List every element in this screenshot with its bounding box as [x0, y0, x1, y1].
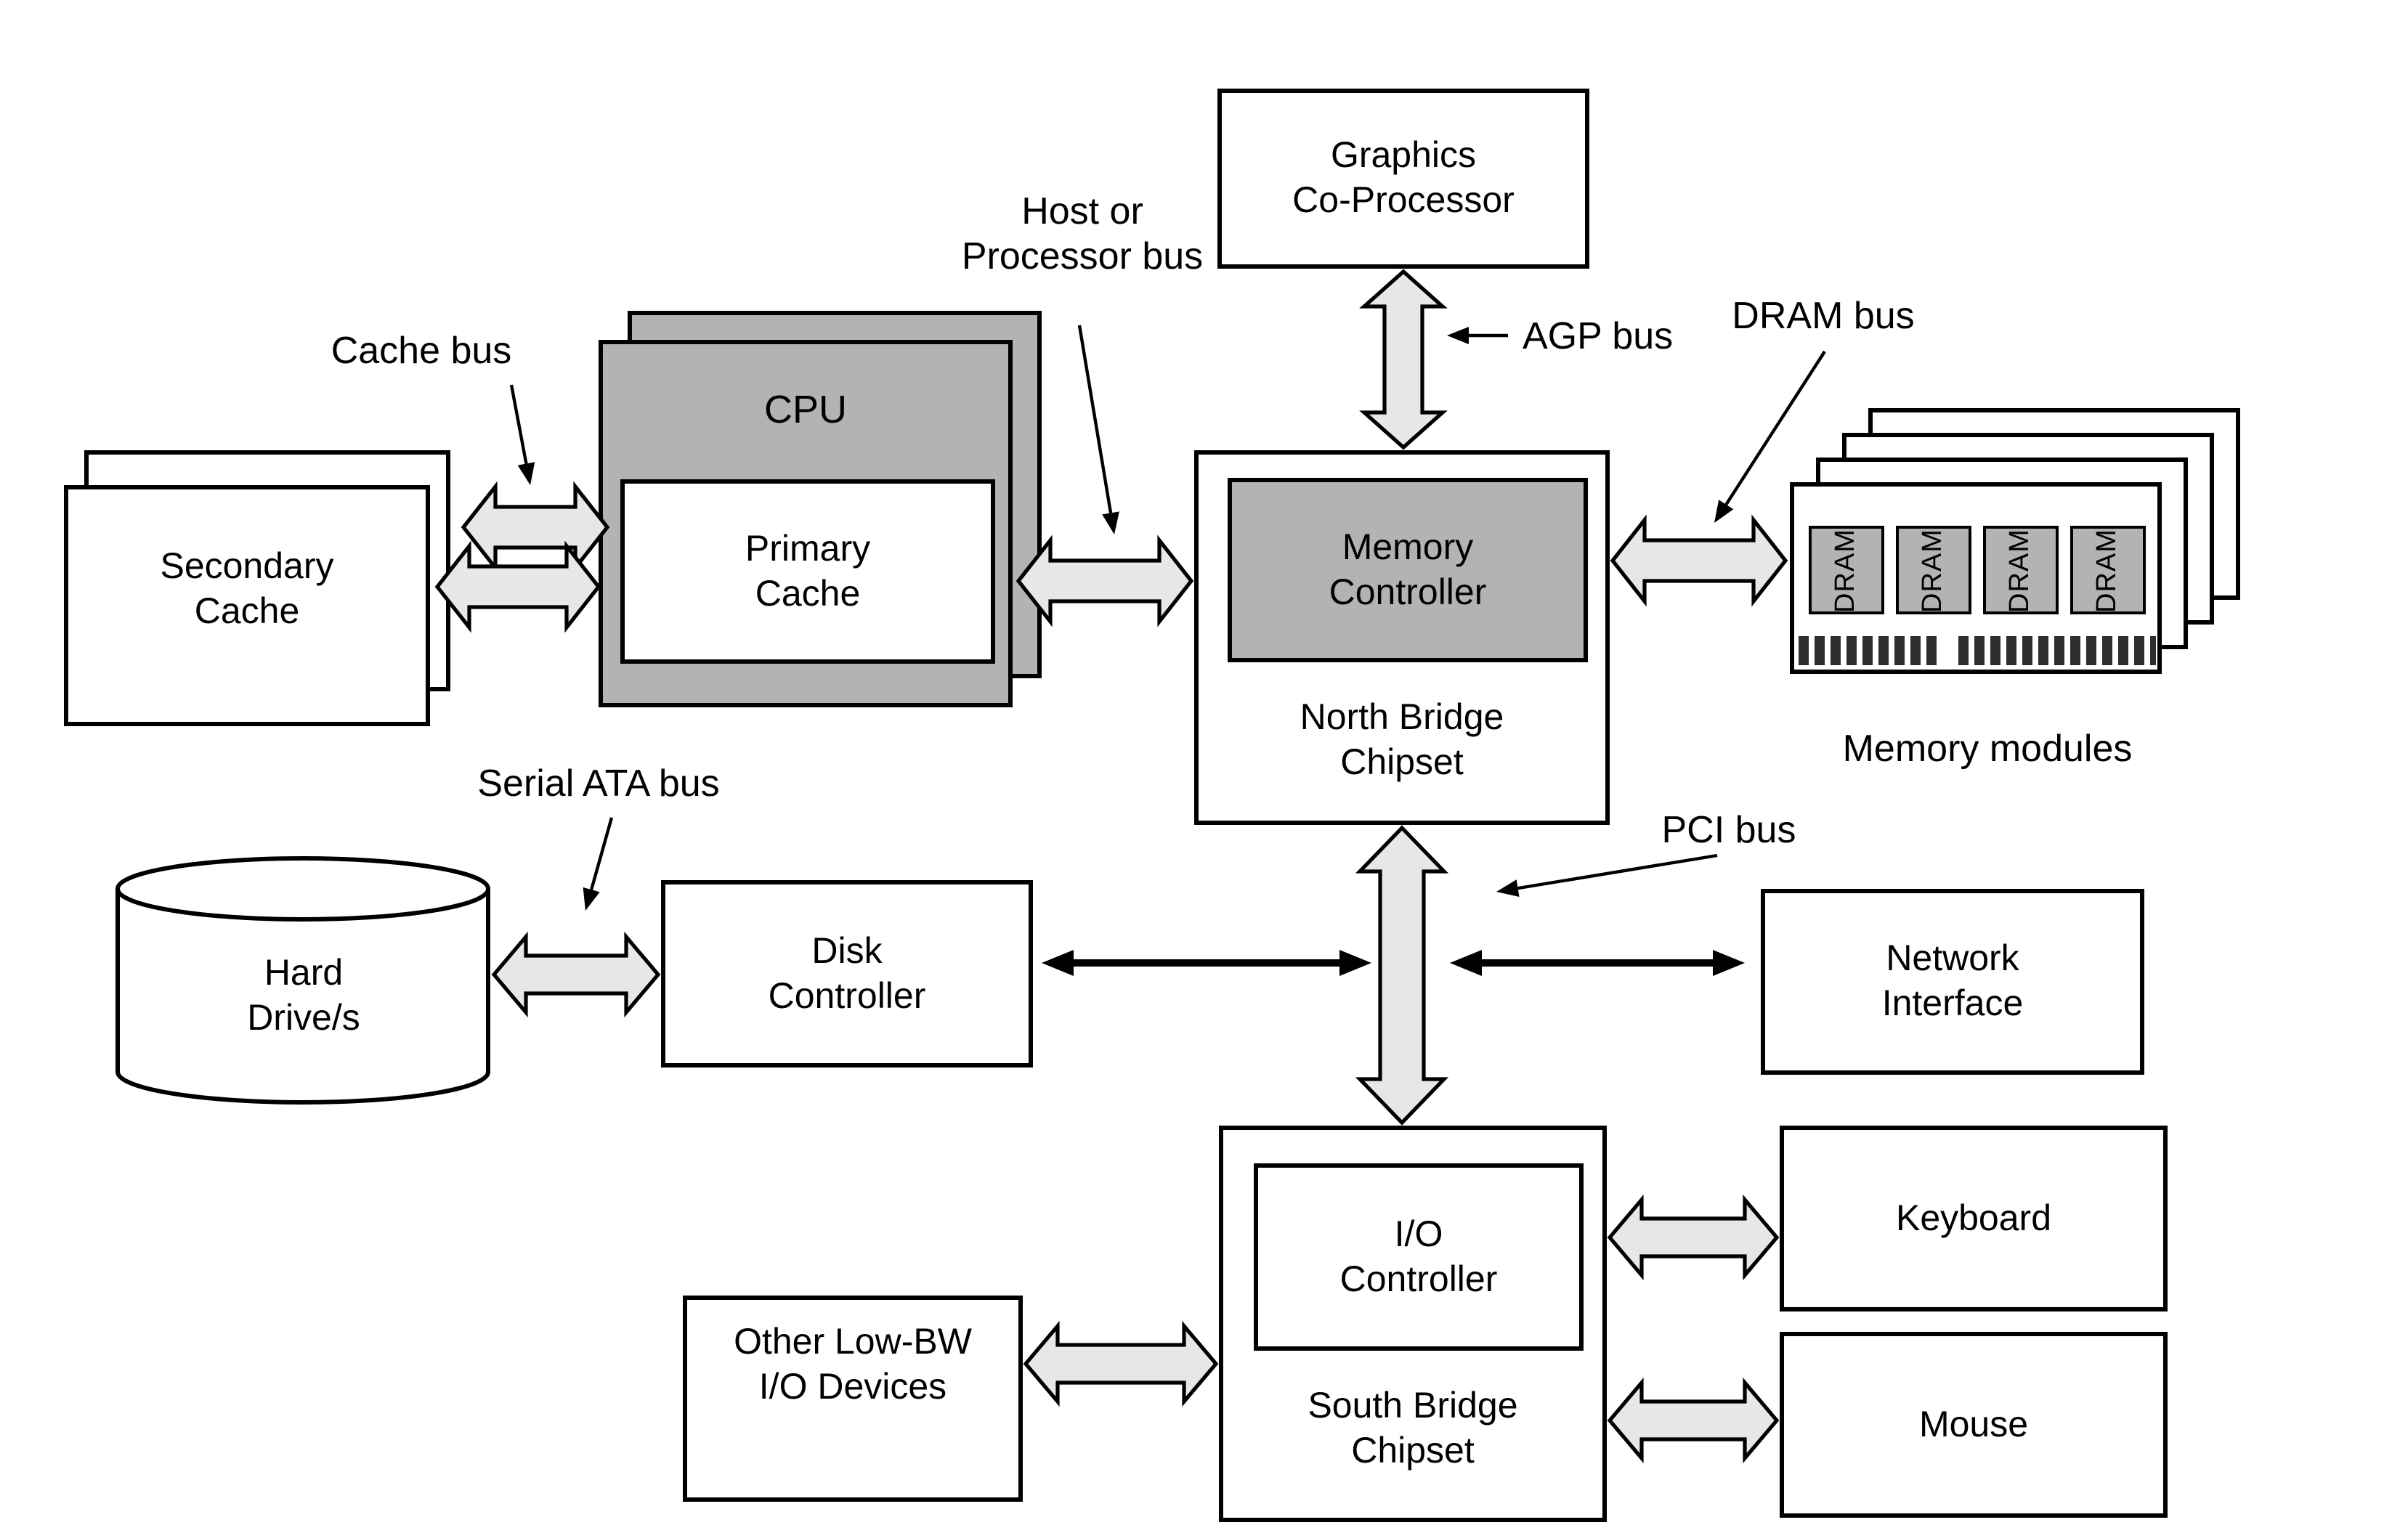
pci-left-thin-arrow: [1042, 950, 1371, 976]
other-io-label-line2: I/O Devices: [758, 1367, 947, 1407]
secondary-cache-box: Secondary Cache: [64, 485, 430, 726]
pci-bus-pointer: [1496, 853, 1718, 897]
cache-bus-arrow-lower: [434, 540, 601, 633]
pci-bus-label: PCI bus: [1661, 808, 1796, 851]
network-interface-box: Network Interface: [1761, 889, 2144, 1075]
dram-chip-1: DRAM: [1809, 526, 1884, 614]
keyboard-box: Keyboard: [1780, 1126, 2168, 1312]
dram-chip-4: DRAM: [2070, 526, 2146, 614]
network-interface-label-line1: Network: [1886, 938, 2019, 979]
keyboard-label: Keyboard: [1895, 1197, 2052, 1238]
disk-controller-label-line2: Controller: [768, 975, 926, 1016]
hard-drive-label-line1: Hard: [264, 953, 344, 993]
disk-controller-label-line1: Disk: [811, 930, 883, 971]
hard-drive-label-line2: Drive/s: [247, 998, 360, 1038]
primary-cache-box: Primary Cache: [620, 479, 995, 664]
memory-controller-label-line2: Controller: [1329, 572, 1487, 612]
host-bus-pointer: [1077, 325, 1119, 534]
host-bus-arrow: [1016, 534, 1194, 627]
dram-bus-pointer: [1714, 350, 1826, 523]
north-bridge-label-line1: North Bridge: [1300, 697, 1504, 738]
disk-controller-box: Disk Controller: [661, 880, 1033, 1068]
sata-arrow: [491, 931, 661, 1018]
south-bridge-label-line2: Chipset: [1351, 1431, 1475, 1471]
dram-bus-label: DRAM bus: [1732, 293, 1915, 337]
other-io-label-line1: Other Low-BW: [734, 1322, 972, 1362]
secondary-cache-label-line2: Cache: [194, 591, 300, 632]
primary-cache-label-line2: Cache: [755, 573, 861, 614]
other-io-box: Other Low-BW I/O Devices: [683, 1296, 1023, 1502]
dram-bus-arrow: [1610, 514, 1788, 607]
sata-bus-pointer: [583, 817, 614, 911]
pci-vertical-arrow: [1355, 825, 1449, 1126]
memory-controller-box: Memory Controller: [1228, 478, 1588, 662]
pci-right-thin-arrow: [1450, 950, 1745, 976]
secondary-cache-label-line1: Secondary: [160, 546, 334, 587]
io-controller-box: I/O Controller: [1254, 1163, 1584, 1351]
graphics-label-line1: Graphics: [1330, 135, 1477, 176]
keyboard-arrow: [1607, 1194, 1780, 1281]
memory-controller-label-line1: Memory: [1342, 526, 1474, 567]
mouse-label: Mouse: [1918, 1404, 2029, 1444]
hard-drive-label: Hard Drive/s: [122, 951, 485, 1041]
cache-bus-label: Cache bus: [331, 328, 512, 372]
host-bus-label-line1: Host or: [1021, 189, 1143, 232]
host-bus-label-line2: Processor bus: [961, 234, 1204, 277]
graphics-coprocessor-box: Graphics Co-Processor: [1217, 89, 1589, 269]
memory-modules-caption: Memory modules: [1842, 726, 2133, 770]
io-controller-label-line1: I/O: [1394, 1213, 1443, 1254]
dimm-pins: [1799, 636, 2156, 665]
sata-bus-label: Serial ATA bus: [477, 761, 720, 805]
io-controller-label-line2: Controller: [1339, 1258, 1498, 1299]
agp-bus-label: AGP bus: [1523, 314, 1674, 357]
mouse-box: Mouse: [1780, 1332, 2168, 1518]
network-interface-label-line2: Interface: [1881, 983, 2024, 1024]
other-io-arrow: [1023, 1320, 1219, 1407]
north-bridge-label-line2: Chipset: [1340, 742, 1464, 783]
hard-drive-cylinder: [115, 856, 490, 1105]
cache-bus-pointer: [509, 384, 535, 485]
agp-arrow: [1359, 269, 1448, 450]
agp-bus-pointer: [1447, 327, 1508, 344]
cache-bus-arrow-upper: [461, 481, 610, 574]
south-bridge-label: South Bridge Chipset: [1219, 1384, 1607, 1474]
north-bridge-label: North Bridge Chipset: [1194, 696, 1610, 786]
mouse-arrow: [1607, 1377, 1780, 1464]
primary-cache-label-line1: Primary: [745, 528, 871, 569]
graphics-label-line2: Co-Processor: [1292, 180, 1515, 221]
cpu-label: CPU: [763, 388, 847, 431]
host-bus-label: Host or Processor bus: [915, 189, 1249, 279]
dram-chip-3: DRAM: [1983, 526, 2059, 614]
south-bridge-label-line1: South Bridge: [1308, 1386, 1518, 1426]
dram-chip-2: DRAM: [1896, 526, 1971, 614]
dimm-pin-notch: [1938, 633, 1955, 668]
